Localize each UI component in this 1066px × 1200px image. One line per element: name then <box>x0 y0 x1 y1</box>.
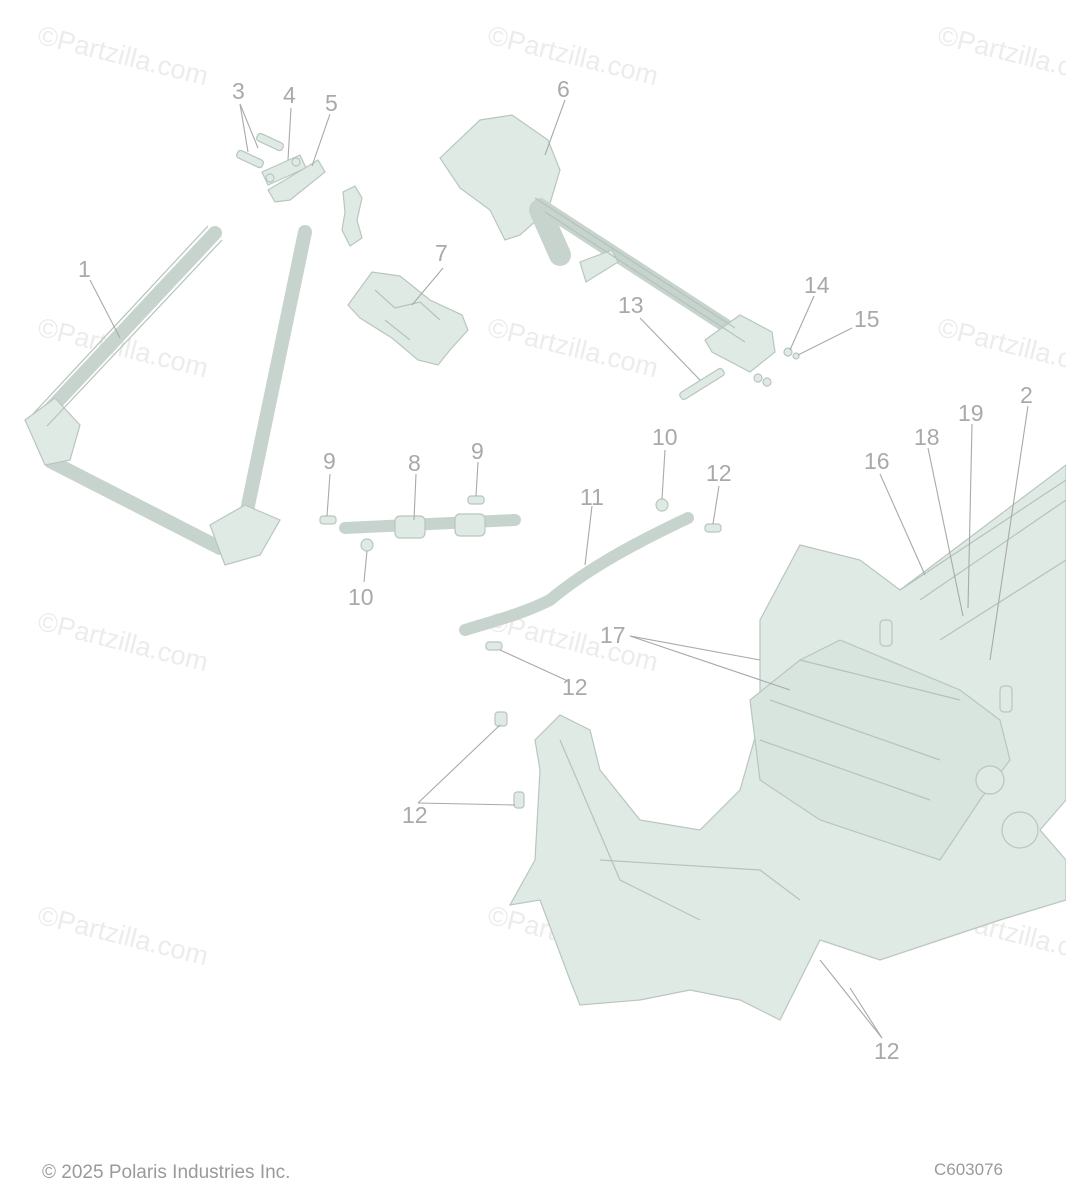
part-bracket-small <box>341 185 363 247</box>
callout-6: 6 <box>557 76 570 102</box>
callout-1: 1 <box>78 256 91 282</box>
part-10-nut-upper <box>655 498 669 512</box>
leader-lines <box>89 99 1029 1039</box>
copyright-text: © 2025 Polaris Industries Inc. <box>42 1162 291 1183</box>
callout-8: 8 <box>408 450 421 476</box>
callout-9-left: 9 <box>323 448 336 474</box>
callout-12-mid: 12 <box>562 674 588 700</box>
part-10-nut-lower <box>360 538 374 552</box>
part-7-mount-plate <box>347 271 469 366</box>
callout-17: 17 <box>600 622 626 648</box>
part-9-bolt-right <box>467 495 485 505</box>
part-12-bolt <box>485 641 503 651</box>
callout-2: 2 <box>1020 382 1033 408</box>
callout-4: 4 <box>283 82 296 108</box>
part-2-chassis <box>508 464 1066 1021</box>
part-nut <box>753 373 763 383</box>
callout-18: 18 <box>914 424 940 450</box>
callout-10-lower: 10 <box>348 584 374 610</box>
part-12-bolt <box>494 711 508 727</box>
diagram-code: C603076 <box>934 1160 1004 1179</box>
callout-12-left: 12 <box>402 802 428 828</box>
part-9-bolt-left <box>319 515 337 525</box>
callout-7: 7 <box>435 240 448 266</box>
callout-14: 14 <box>804 272 830 298</box>
part-6-support-beam <box>439 114 776 373</box>
part-4-plate <box>261 154 307 186</box>
part-8-tie-rod <box>339 513 521 539</box>
callout-5: 5 <box>325 90 338 116</box>
callout-12-top: 12 <box>706 460 732 486</box>
part-nut <box>762 377 772 387</box>
callout-15: 15 <box>854 306 880 332</box>
callout-9-right: 9 <box>471 438 484 464</box>
callout-16: 16 <box>864 448 890 474</box>
part-3-bolts <box>236 132 284 169</box>
part-5-bracket <box>267 159 326 203</box>
part-12-bolt <box>704 523 722 533</box>
callout-10-upper: 10 <box>652 424 678 450</box>
part-1-front-brace <box>24 225 312 566</box>
callout-11: 11 <box>580 484 604 510</box>
callout-3: 3 <box>232 78 245 104</box>
part-15-nut <box>792 352 800 360</box>
part-11-steering-rod <box>459 512 694 636</box>
callout-13: 13 <box>618 292 644 318</box>
callout-19: 19 <box>958 400 984 426</box>
callout-12-bottom: 12 <box>874 1038 900 1064</box>
part-13-pin <box>679 367 725 401</box>
part-12-bolt <box>513 791 525 809</box>
